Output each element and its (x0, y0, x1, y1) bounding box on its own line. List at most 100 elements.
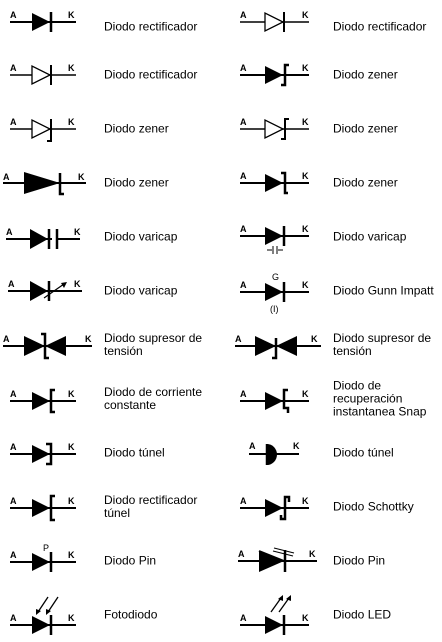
rectifier-diode-icon: A K (10, 10, 76, 32)
item-varicap-diode: A K Diodo varicap (0, 210, 221, 264)
item-zener-diode-long: A K Diodo zener (0, 156, 221, 210)
svg-text:K: K (68, 117, 75, 127)
svg-text:P: P (43, 543, 49, 553)
zener-diode-icon: A K (240, 171, 309, 195)
item-pin-diode-alt: A K Diodo Pin (229, 534, 442, 588)
item-constant-current-diode: A K Diodo de corriente constante (0, 372, 221, 426)
item-label: Diodo de recuperación instantanea Snap (333, 378, 427, 419)
item-gunn-impatt-diode: G A K (I) Diodo Gunn Impatt (229, 264, 442, 318)
item-label: Diodo Gunn Impatt (333, 283, 434, 298)
tunnel-diode-alt-icon: A K (249, 441, 300, 465)
svg-text:A: A (10, 496, 17, 506)
constant-current-diode-icon: A K (10, 388, 76, 414)
item-label: Diodo Schottky (333, 499, 414, 514)
item-zener-diode-outline: A K Diodo zener (0, 102, 221, 156)
svg-text:K: K (311, 334, 318, 344)
svg-text:(I): (I) (270, 304, 279, 314)
svg-text:A: A (240, 496, 247, 506)
photodiode-icon: A K (10, 596, 76, 635)
svg-text:K: K (293, 441, 300, 451)
gunn-impatt-diode-icon: G A K (I) (240, 272, 309, 314)
zener-diode-outline-icon: A K (10, 117, 76, 142)
item-tvs-diode-alt: A K Diodo supresor de tensión (229, 318, 442, 372)
item-led-diode: A K Diodo LED (229, 588, 442, 642)
varicap-diode-icon: A K (6, 227, 81, 250)
svg-text:K: K (302, 63, 309, 73)
svg-text:A: A (6, 227, 13, 237)
pin-diode-alt-icon: A K (238, 547, 317, 572)
item-snap-recovery-diode: A K Diodo de recuperación instantanea Sn… (229, 372, 442, 426)
svg-text:K: K (302, 280, 309, 290)
item-label: Diodo rectificador (333, 19, 427, 34)
svg-text:A: A (240, 389, 247, 399)
pin-diode-icon: P A K (10, 543, 76, 572)
rectifier-diode-outline-icon: A K (240, 10, 309, 33)
item-label: Diodo zener (333, 67, 398, 82)
svg-text:A: A (240, 613, 247, 623)
led-diode-icon: A K (240, 595, 309, 635)
item-zener-diode: A K Diodo zener (229, 156, 442, 210)
item-label: Diodo zener (333, 175, 398, 190)
svg-text:K: K (85, 334, 92, 344)
item-schottky-diode: A K Diodo Schottky (229, 480, 442, 534)
svg-text:K: K (309, 549, 316, 559)
svg-text:K: K (78, 172, 85, 182)
zener-diode-icon: A K (240, 63, 309, 87)
svg-text:A: A (10, 442, 17, 452)
item-label: Diodo zener (104, 175, 169, 190)
svg-text:A: A (240, 117, 247, 127)
svg-text:A: A (240, 10, 247, 20)
svg-text:A: A (10, 10, 17, 20)
item-label: Diodo rectificador túnel (104, 493, 198, 520)
svg-text:A: A (249, 441, 256, 451)
svg-text:A: A (10, 550, 17, 560)
svg-text:A: A (8, 279, 15, 289)
backward-tunnel-diode-icon: A K (10, 494, 76, 522)
svg-text:A: A (3, 172, 10, 182)
svg-text:A: A (240, 280, 247, 290)
svg-text:K: K (68, 613, 75, 623)
varicap-diode-capacitor-icon: A K (240, 224, 309, 255)
item-label: Diodo rectificador (104, 19, 198, 34)
svg-text:A: A (240, 171, 247, 181)
item-label: Diodo varicap (333, 229, 407, 244)
svg-text:K: K (68, 10, 75, 20)
item-varicap-diode-arrow: A K Diodo varicap (0, 264, 221, 318)
svg-text:K: K (74, 279, 81, 289)
svg-text:K: K (302, 10, 309, 20)
item-label: Diodo de corriente constante (104, 385, 203, 412)
svg-text:K: K (302, 389, 309, 399)
item-photodiode: A K Fotodiodo (0, 588, 221, 642)
item-varicap-diode-capacitor: A K Diodo varicap (229, 210, 442, 264)
svg-text:A: A (240, 224, 247, 234)
item-tunnel-diode-alt: A K Diodo túnel (229, 426, 442, 480)
item-label: Diodo túnel (104, 445, 165, 460)
tvs-diode-icon: A K (3, 332, 92, 360)
svg-text:K: K (302, 496, 309, 506)
item-label: Diodo varicap (104, 283, 178, 298)
rectifier-diode-outline-icon: A K (10, 63, 76, 86)
item-label: Diodo supresor de tensión (104, 331, 203, 358)
svg-text:K: K (68, 389, 75, 399)
snap-recovery-diode-icon: A K (240, 388, 309, 413)
zener-diode-long-icon: A K (3, 172, 86, 196)
svg-text:G: G (272, 272, 279, 282)
svg-text:A: A (240, 63, 247, 73)
item-label: Diodo supresor de tensión (333, 331, 432, 358)
zener-diode-outline-icon: A K (240, 117, 309, 140)
item-rectifier-diode-outline: A K Diodo rectificador (0, 48, 221, 102)
svg-text:A: A (235, 334, 242, 344)
svg-text:A: A (10, 117, 17, 127)
svg-text:K: K (302, 224, 309, 234)
item-rectifier-diode-outline: A K Diodo rectificador (229, 0, 442, 54)
item-tunnel-diode: A K Diodo túnel (0, 426, 221, 480)
item-label: Diodo túnel (333, 445, 394, 460)
schottky-diode-icon: A K (240, 495, 309, 521)
svg-text:A: A (10, 613, 17, 623)
item-label: Diodo zener (104, 121, 169, 136)
svg-text:A: A (3, 334, 10, 344)
item-zener-diode-outline: A K Diodo zener (229, 102, 442, 156)
varicap-diode-arrow-icon: A K (8, 279, 82, 301)
svg-text:K: K (68, 63, 75, 73)
